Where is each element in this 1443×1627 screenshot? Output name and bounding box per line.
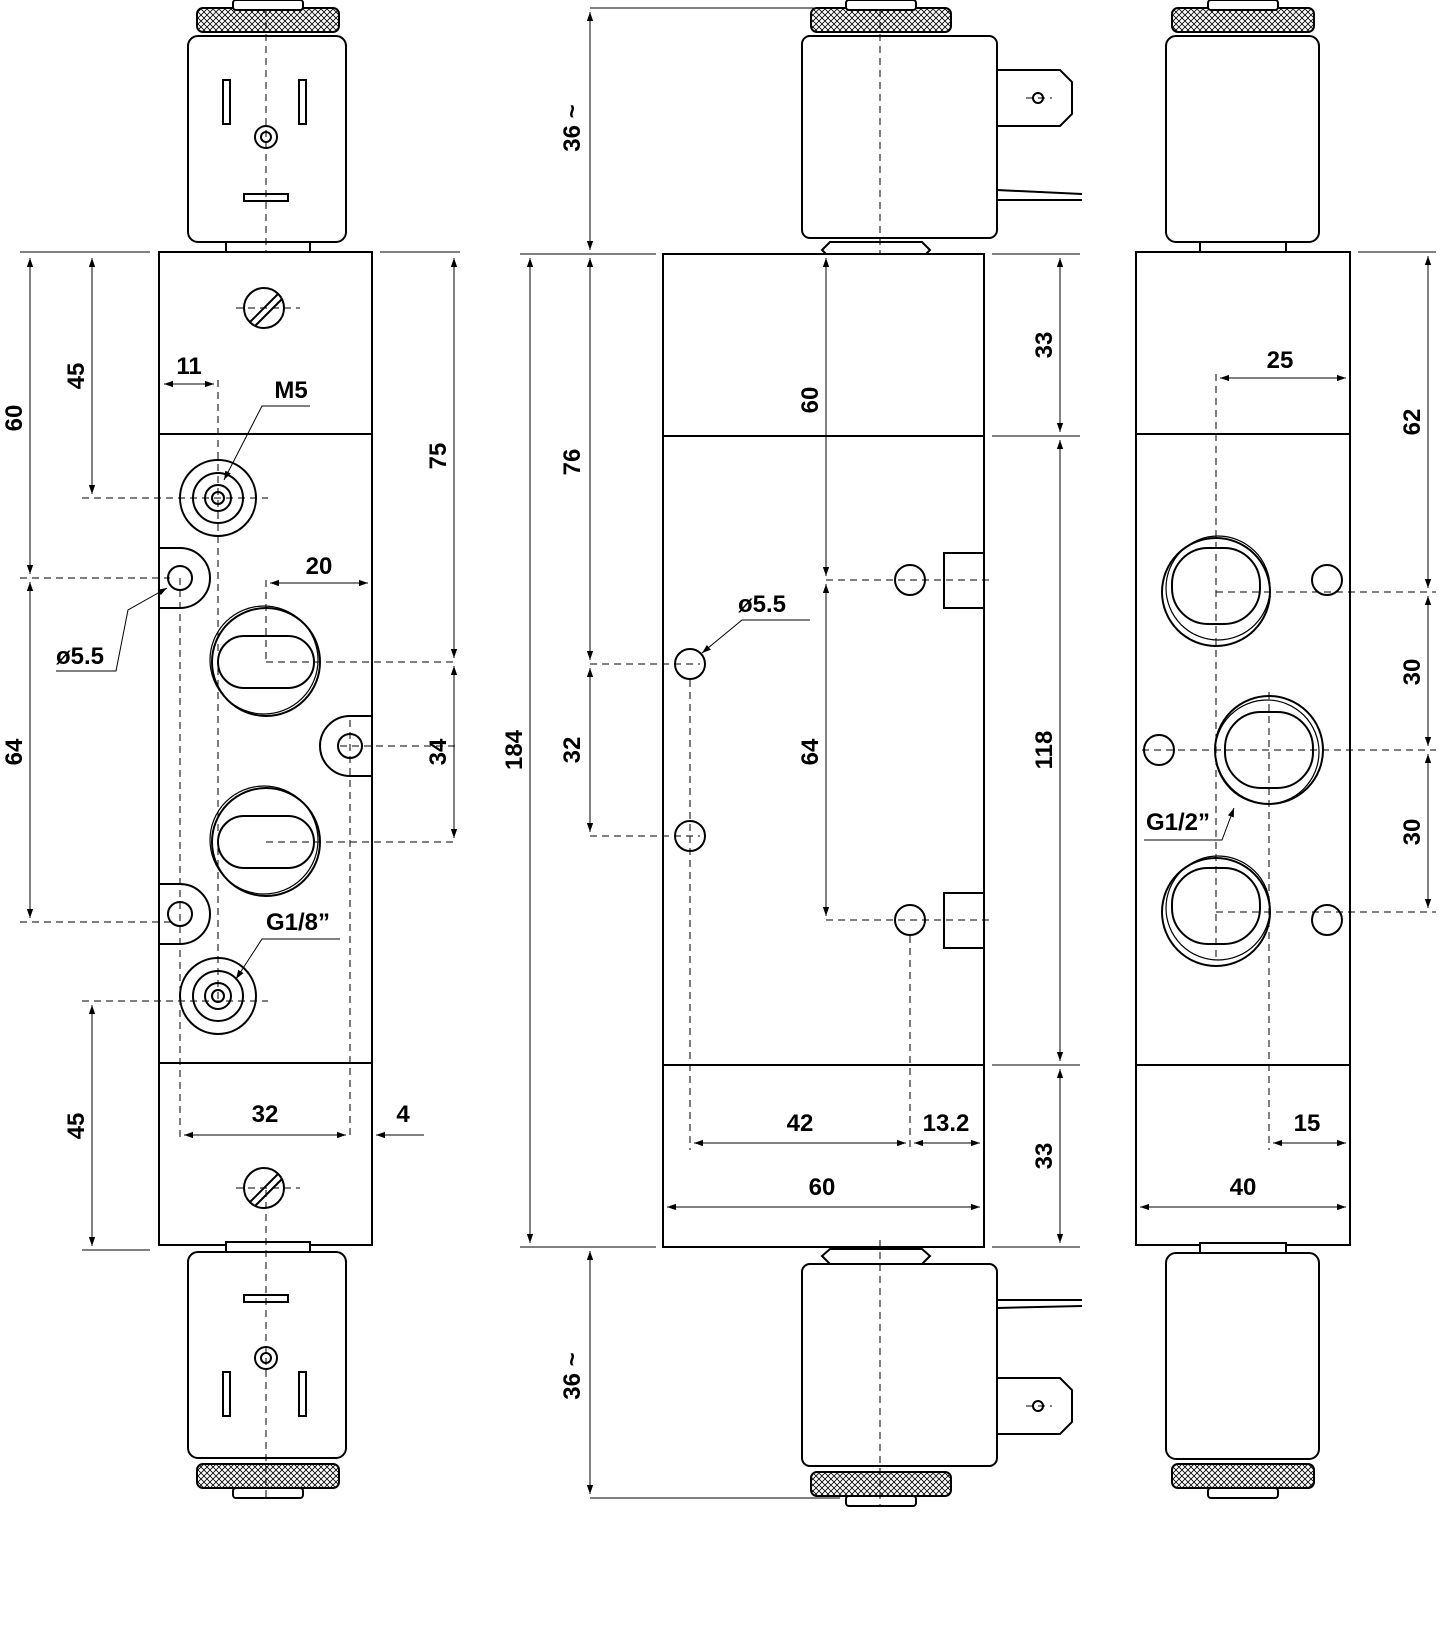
front-label-m5: M5 xyxy=(274,377,307,404)
front-bottom-knurled-knob xyxy=(196,1463,340,1489)
side-hole-3 xyxy=(1311,904,1343,936)
front-dim-11: 11 xyxy=(176,353,201,380)
middle-dim-118: 118 xyxy=(1031,731,1058,770)
side-dim-25: 25 xyxy=(1267,347,1294,374)
middle-dim-64: 64 xyxy=(797,738,824,765)
side-dim-62: 62 xyxy=(1399,409,1426,436)
middle-dim-13-2: 13.2 xyxy=(923,1110,970,1137)
front-view: 60 45 11 M5 75 20 ø5.5 64 34 G1/8” 45 32… xyxy=(1,0,460,1499)
side-dim-30-top: 30 xyxy=(1399,659,1426,686)
middle-bottom-coil xyxy=(801,1263,998,1467)
middle-dim-36-top: 36 ~ xyxy=(559,104,586,151)
front-dim-45-top: 45 xyxy=(63,363,90,390)
front-dim-20: 20 xyxy=(306,553,333,580)
side-dim-30-bottom: 30 xyxy=(1399,819,1426,846)
front-top-knurled-knob xyxy=(196,7,340,33)
front-label-g1-8: G1/8” xyxy=(266,909,330,936)
side-top-coil xyxy=(1165,35,1320,243)
front-dim-4: 4 xyxy=(396,1101,410,1128)
middle-dim-42: 42 xyxy=(787,1110,814,1137)
side-dim-40: 40 xyxy=(1230,1174,1257,1201)
side-hole-1 xyxy=(1311,564,1343,596)
middle-dim-32: 32 xyxy=(559,737,586,764)
side-label-g1-2: G1/2” xyxy=(1146,809,1210,836)
front-dim-32: 32 xyxy=(252,1101,279,1128)
front-dim-34: 34 xyxy=(425,738,452,765)
front-dim-45-bottom: 45 xyxy=(63,1113,90,1140)
middle-dim-76: 76 xyxy=(559,449,586,476)
middle-dim-184: 184 xyxy=(501,729,528,770)
middle-dim-33-top: 33 xyxy=(1031,332,1058,359)
side-bottom-coil xyxy=(1165,1252,1320,1460)
side-top-knurled-knob xyxy=(1171,7,1315,33)
side-view: 25 62 30 G1/2” 30 15 40 xyxy=(1135,0,1436,1499)
front-label-dia-5-5: ø5.5 xyxy=(56,643,104,670)
front-dim-60: 60 xyxy=(1,405,28,432)
middle-label-dia-5-5: ø5.5 xyxy=(738,591,786,618)
middle-dim-60: 60 xyxy=(797,387,824,414)
front-dim-75: 75 xyxy=(425,443,452,470)
middle-top-coil xyxy=(801,35,998,239)
side-dim-15: 15 xyxy=(1294,1110,1321,1137)
middle-dim-60-width: 60 xyxy=(809,1174,836,1201)
middle-bottom-knurled-knob xyxy=(810,1471,952,1497)
middle-dim-33-bottom: 33 xyxy=(1031,1143,1058,1170)
side-bottom-knurled-knob xyxy=(1171,1463,1315,1489)
front-dim-64: 64 xyxy=(1,738,28,765)
middle-top-knurled-knob xyxy=(810,7,952,33)
middle-dim-36-bottom: 36 ~ xyxy=(559,1352,586,1399)
middle-view: 36 ~ 184 76 32 ø5.5 60 64 33 118 42 13.2… xyxy=(501,0,1083,1507)
